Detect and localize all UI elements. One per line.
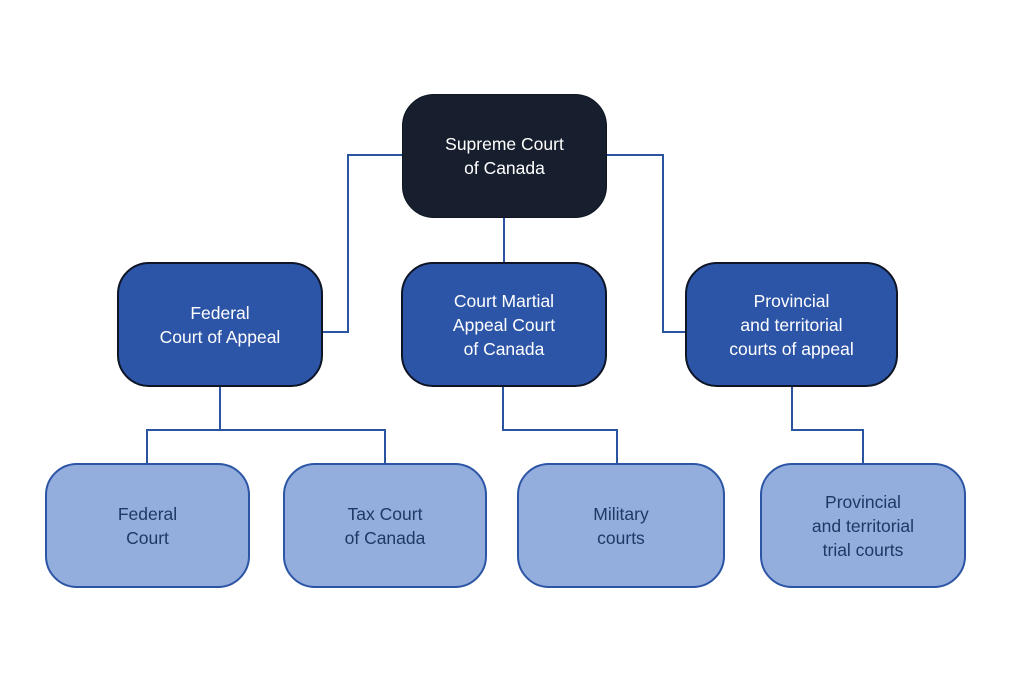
node-label: Provincial and territorial courts of app… — [729, 290, 854, 359]
node-court-martial-appeal-court: Court Martial Appeal Court of Canada — [401, 262, 607, 387]
node-label: Court Martial Appeal Court of Canada — [452, 290, 556, 359]
node-federal-court-of-appeal: Federal Court of Appeal — [117, 262, 323, 387]
edge-supreme-to-provincial-coa — [607, 154, 685, 333]
node-label: Tax Court of Canada — [344, 503, 426, 548]
node-label: Federal Court — [117, 503, 178, 548]
node-federal-court: Federal Court — [45, 463, 250, 588]
edge-provincial-coa-to-trial — [791, 387, 864, 463]
node-tax-court-of-canada: Tax Court of Canada — [283, 463, 487, 588]
node-label: Provincial and territorial trial courts — [811, 491, 915, 560]
node-label: Federal Court of Appeal — [159, 302, 281, 347]
node-label: Supreme Court of Canada — [445, 134, 564, 178]
edge-federal-coa-to-children — [146, 387, 386, 463]
node-provincial-territorial-trial-courts: Provincial and territorial trial courts — [760, 463, 966, 588]
edge-supreme-to-federal-coa — [323, 154, 402, 333]
node-military-courts: Military courts — [517, 463, 725, 588]
node-provincial-territorial-courts-of-appeal: Provincial and territorial courts of app… — [685, 262, 898, 387]
node-label: Military courts — [593, 503, 649, 548]
edge-court-martial-to-military — [502, 387, 618, 463]
node-supreme-court-of-canada: Supreme Court of Canada — [402, 94, 607, 218]
